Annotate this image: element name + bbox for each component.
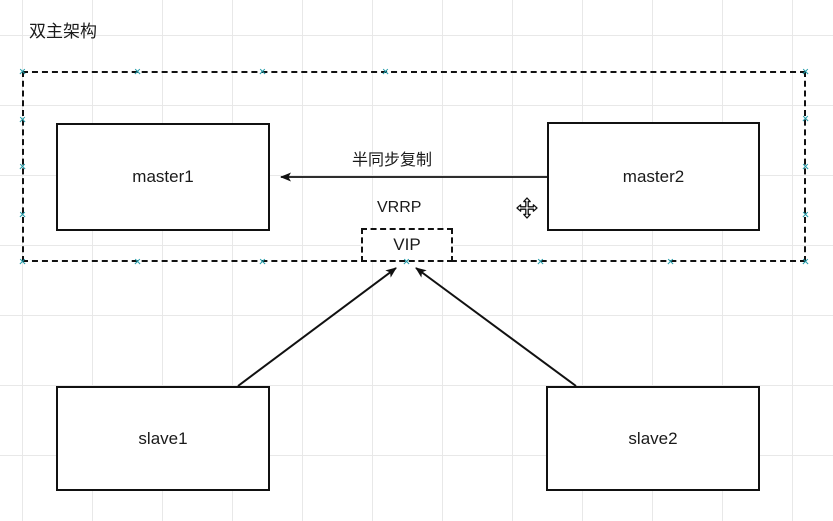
node-vip[interactable]: VIP (361, 228, 453, 262)
selection-handle[interactable] (134, 68, 141, 75)
node-master1[interactable]: master1 (56, 123, 270, 231)
selection-handle[interactable] (802, 115, 809, 122)
selection-handle[interactable] (19, 116, 26, 123)
selection-handle[interactable] (382, 68, 389, 75)
node-slave2[interactable]: slave2 (546, 386, 760, 491)
node-vip-label: VIP (393, 235, 421, 254)
selection-handle[interactable] (403, 258, 410, 265)
selection-handle[interactable] (19, 163, 26, 170)
edge-slave1-to-vip[interactable] (237, 267, 397, 387)
move-cursor-icon (516, 197, 538, 219)
node-slave1-label: slave1 (138, 428, 188, 448)
selection-handle[interactable] (802, 258, 809, 265)
node-slave2-label: slave2 (628, 428, 678, 448)
node-master2-label: master2 (622, 166, 685, 186)
page-title: 双主架构 (29, 22, 97, 41)
edge-label-replication: 半同步复制 (352, 152, 433, 169)
selection-handle[interactable] (19, 211, 26, 218)
selection-handle[interactable] (19, 258, 26, 265)
selection-handle[interactable] (259, 68, 266, 75)
selection-handle[interactable] (667, 258, 674, 265)
selection-handle[interactable] (802, 68, 809, 75)
edge-label-vrrp: VRRP (377, 199, 422, 216)
selection-handle[interactable] (802, 211, 809, 218)
selection-handle[interactable] (134, 258, 141, 265)
node-master1-label: master1 (132, 167, 194, 186)
selection-handle[interactable] (537, 258, 544, 265)
selection-handle[interactable] (19, 68, 26, 75)
edge-slave2-to-vip[interactable] (415, 267, 577, 387)
node-master2[interactable]: master2 (547, 122, 760, 231)
selection-handle[interactable] (259, 258, 266, 265)
selection-handle[interactable] (802, 163, 809, 170)
node-slave1[interactable]: slave1 (56, 386, 270, 491)
